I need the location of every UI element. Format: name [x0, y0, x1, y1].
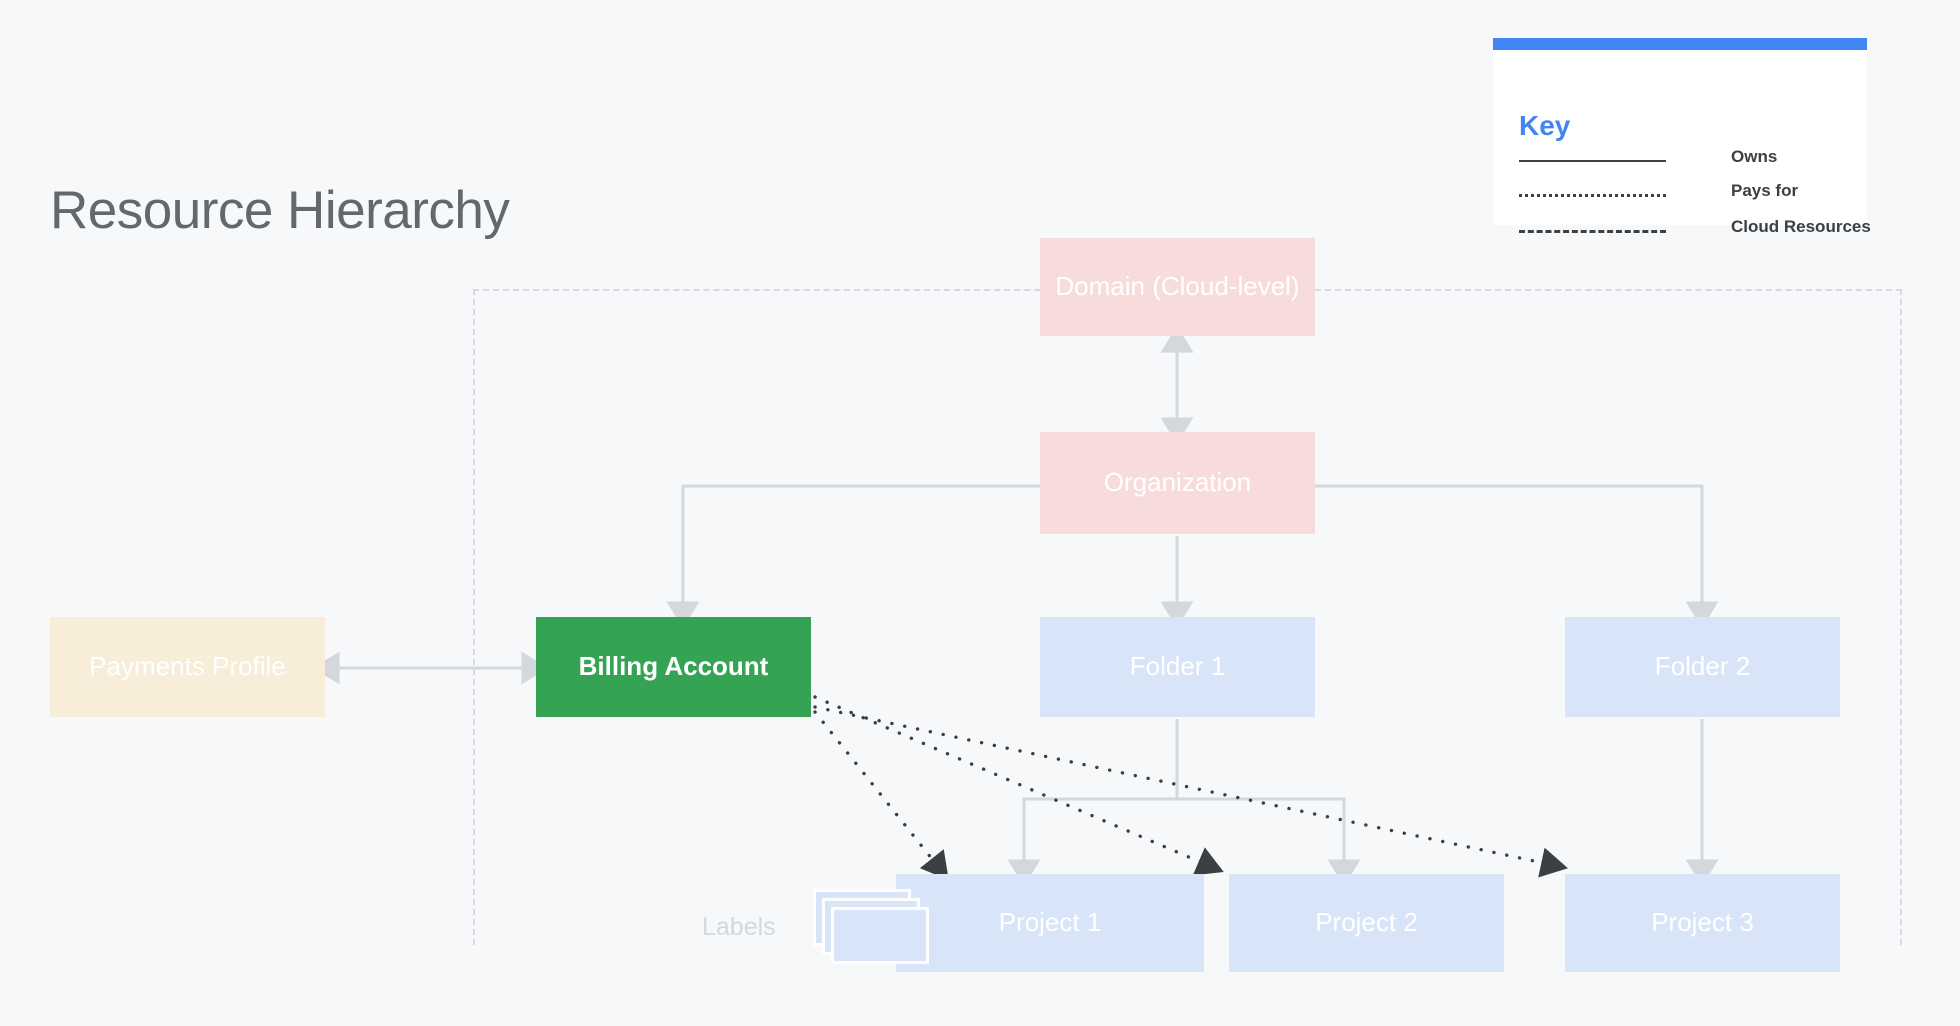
node-project-2[interactable]: Project 2 — [1229, 874, 1504, 972]
key-accent-bar — [1493, 38, 1867, 50]
node-domain[interactable]: Domain (Cloud-level) — [1040, 238, 1315, 336]
label-card — [831, 907, 929, 964]
labels-stack-icon[interactable] — [813, 889, 933, 969]
node-organization[interactable]: Organization — [1040, 432, 1315, 534]
node-folder-1[interactable]: Folder 1 — [1040, 617, 1315, 717]
page-title: Resource Hierarchy — [50, 181, 510, 240]
dashed-line-icon — [1519, 230, 1666, 233]
node-billing-account[interactable]: Billing Account — [536, 617, 811, 717]
key-label-owns: Owns — [1731, 147, 1778, 166]
dotted-line-icon — [1519, 194, 1666, 197]
key-label-cloud-resources: Cloud Resources — [1731, 217, 1871, 236]
key-title: Key — [1519, 110, 1571, 141]
solid-line-icon — [1519, 160, 1666, 162]
node-project-1[interactable]: Project 1 — [896, 874, 1204, 972]
key-legend: Key Owns Pays for Cloud Resources — [1493, 38, 1871, 236]
node-payments-profile[interactable]: Payments Profile — [50, 617, 325, 717]
labels-caption: Labels — [702, 913, 776, 941]
key-label-pays-for: Pays for — [1731, 181, 1799, 200]
node-project-3[interactable]: Project 3 — [1565, 874, 1840, 972]
node-folder-2[interactable]: Folder 2 — [1565, 617, 1840, 717]
